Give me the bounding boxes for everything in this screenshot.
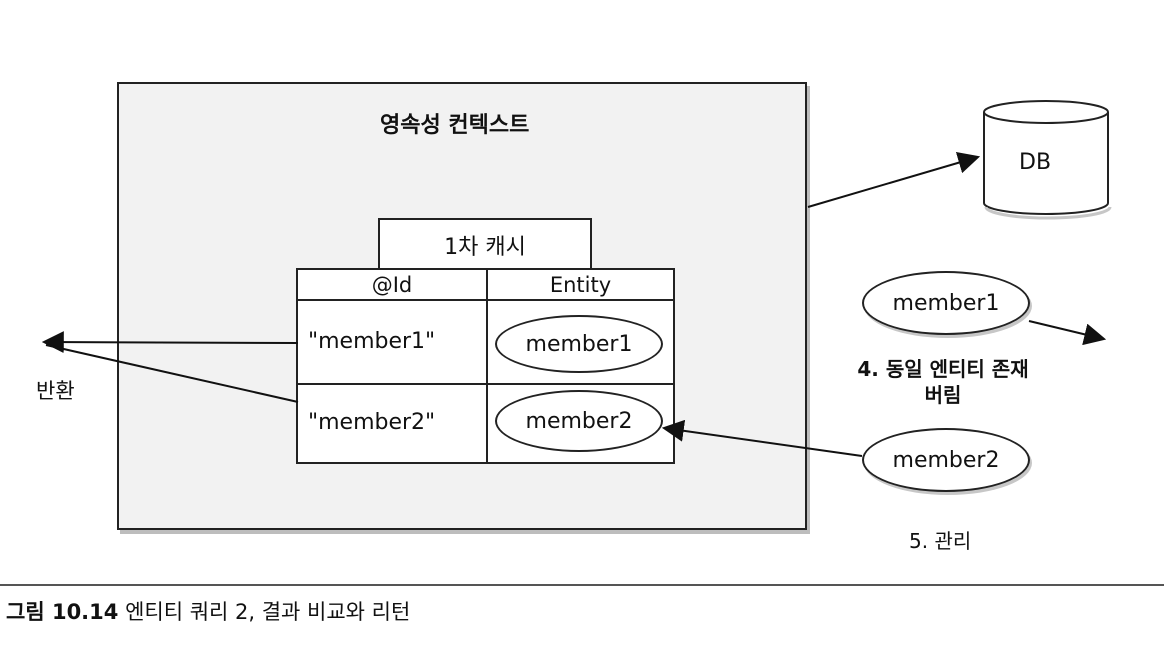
row-divider bbox=[298, 383, 673, 385]
query-result-member2-label: member2 bbox=[892, 447, 1000, 473]
row2-entity: member2 bbox=[495, 390, 663, 452]
db-body bbox=[983, 112, 1109, 215]
arrow-manage bbox=[661, 419, 863, 457]
column-header-entity: Entity bbox=[549, 273, 612, 297]
caption-divider bbox=[0, 584, 1164, 586]
arrow-discard bbox=[1028, 320, 1107, 346]
arrow-return-member2 bbox=[45, 344, 299, 403]
first-level-cache-title: 1차 캐시 bbox=[378, 218, 592, 269]
db-top bbox=[983, 100, 1109, 124]
row1-id: "member1" bbox=[308, 329, 436, 354]
query-result-member1-label: member1 bbox=[892, 290, 1000, 316]
database-cylinder bbox=[983, 100, 1112, 220]
row1-entity-label: member1 bbox=[525, 331, 633, 357]
first-level-cache-table: @Id Entity "member1" member1 "member2" m… bbox=[296, 268, 675, 464]
row2-entity-label: member2 bbox=[525, 408, 633, 434]
cache-title-text: 1차 캐시 bbox=[444, 234, 526, 260]
header-divider bbox=[298, 299, 673, 301]
discard-annotation-line2: 버림 bbox=[924, 383, 962, 407]
column-header-id: @Id bbox=[371, 273, 413, 297]
query-result-member1: member1 bbox=[862, 271, 1030, 335]
discard-annotation-line1: 4. 동일 엔티티 존재 bbox=[857, 357, 1029, 381]
persistence-context-title: 영속성 컨텍스트 bbox=[380, 113, 530, 138]
return-label: 반환 bbox=[36, 379, 75, 403]
database-label: DB bbox=[1019, 150, 1052, 175]
query-result-member2: member2 bbox=[862, 428, 1030, 492]
figure-caption-text: 엔티티 쿼리 2, 결과 비교와 리턴 bbox=[118, 600, 411, 624]
figure-caption: 그림 10.14 엔티티 쿼리 2, 결과 비교와 리턴 bbox=[6, 596, 410, 626]
figure-caption-label: 그림 10.14 bbox=[6, 600, 119, 624]
discard-annotation: 4. 동일 엔티티 존재 버림 bbox=[838, 356, 1048, 408]
arrow-context-to-db bbox=[807, 152, 981, 208]
row1-entity: member1 bbox=[495, 315, 663, 373]
manage-label: 5. 관리 bbox=[909, 529, 972, 553]
row2-id: "member2" bbox=[308, 410, 436, 435]
arrow-return-member1 bbox=[41, 331, 299, 354]
column-divider bbox=[486, 270, 488, 462]
db-shadow bbox=[984, 206, 1112, 220]
